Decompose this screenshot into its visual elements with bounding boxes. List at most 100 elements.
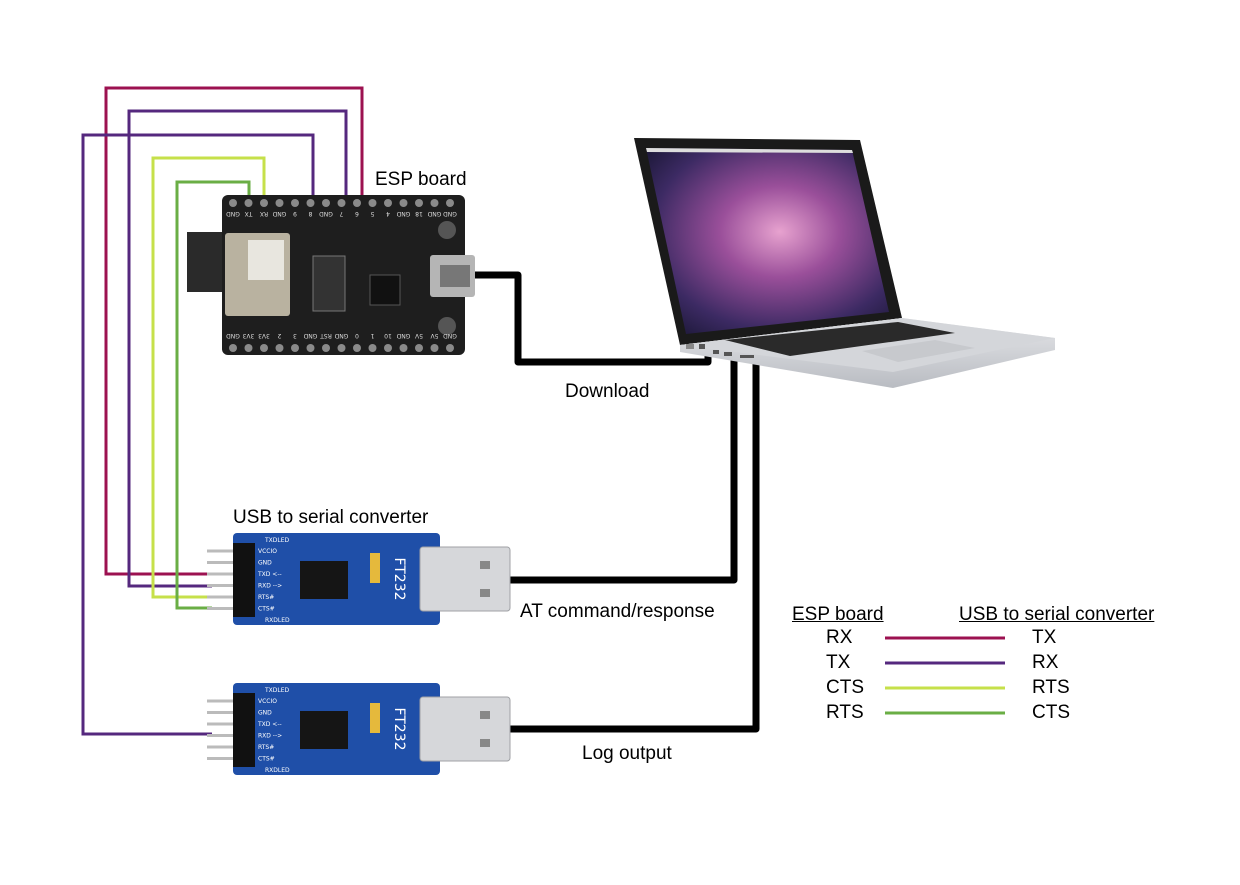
esp-pin-label: RX [260,210,268,217]
esp-pin-label: 10 [384,332,392,339]
esp-pin [353,199,361,207]
converter-pin-label: CTS# [258,756,275,763]
esp-pin-label: GND [443,210,457,217]
usb-serial-label: USB to serial converter [233,507,429,528]
esp-pin-label: 0 [355,332,359,339]
legend-converter-signal: RX [1032,652,1059,673]
esp-pin [415,199,423,207]
wire-rx-tx [104,86,364,576]
esp-pin-label: 5V [414,332,423,339]
esp-pin [291,344,299,352]
esp-pin [430,199,439,207]
esp-pin [430,344,439,352]
converter-pin-label: GND [258,560,272,567]
esp-pin-label: 4 [386,210,390,217]
at-command-label: AT command/response [520,601,715,622]
esp-pin [399,199,408,207]
esp-pin-label: GND [226,210,240,217]
esp-pin [260,199,268,207]
esp-pin-label: GND [396,210,410,217]
led-label: RXDLED [265,617,290,624]
usb-plug [419,696,511,762]
esp-pin-label: 5 [370,210,374,217]
esp-pin [368,199,377,207]
legend-right-header: USB to serial converter [959,604,1155,625]
esp-pin [384,344,392,352]
converter-pin-label: CTS# [258,606,275,613]
legend-esp-signal: TX [826,652,851,673]
converter-pin-label: RXD --> [258,583,282,590]
esp-pin [384,199,392,207]
esp-pin-label: TX [245,210,254,217]
cable-at-command [508,360,738,584]
chip-label: FT232 [391,707,407,750]
converter-pin-label: GND [258,710,272,717]
cable-download [470,271,712,366]
esp-pin [337,344,346,352]
esp-pin [446,199,454,207]
esp-pin [306,199,315,207]
converter-pin-label: RXD --> [258,733,282,740]
esp-pin-label: 6 [355,210,359,217]
esp-board-label: ESP board [375,169,467,190]
esp-pin-label: 9 [293,210,297,217]
converter-pin-label: VCCIO [258,548,277,555]
laptop-image [634,138,1055,388]
esp-pin-label: 1 [370,332,374,339]
esp-pin-label: GND [272,210,286,217]
chip-label: FT232 [391,557,407,600]
esp-pin [229,199,237,207]
esp-pin [399,344,408,352]
converter-pin-label: TXD <-- [257,721,282,728]
legend-left-header: ESP board [792,604,884,625]
esp-pin-label: 8 [308,210,312,217]
legend-converter-signal: CTS [1032,702,1070,723]
esp-pin-label: 18 [415,210,423,217]
esp-pin-label: 3V3 [258,332,270,339]
log-output-label: Log output [582,743,672,764]
esp-pin [244,344,253,352]
esp-pin [244,199,253,207]
wire-tx-rx [127,109,348,588]
esp-pin-label: GND [303,332,317,339]
wire-rts-cts [175,180,251,610]
esp-pin [275,199,284,207]
converter-pin-label: RTS# [258,744,274,751]
legend-esp-signal: RX [826,627,853,648]
esp-pin [446,344,454,352]
usb-plug [419,546,511,612]
esp-pin-label: GND [443,332,457,339]
esp-pin [337,199,346,207]
wire-tx-rx-log [81,133,315,736]
converter-pin-label: TXD <-- [257,571,282,578]
esp-pin [415,344,423,352]
esp-pin-label: 3 [293,332,297,339]
esp-pin-label: GND [427,210,441,217]
legend-esp-signal: RTS [826,702,864,723]
esp-pin [322,344,330,352]
cable-log-output [508,362,760,733]
esp-pin [229,344,237,352]
esp-pin-label: 5V [430,332,439,339]
converter-pin-label: VCCIO [258,698,277,705]
led-label: RXDLED [265,767,290,774]
esp-pin-label: RST [320,332,332,339]
wire-cts-rts [151,156,266,599]
esp-pin [353,344,361,352]
esp-pin [275,344,284,352]
esp-pin [322,199,330,207]
download-label: Download [565,381,650,402]
legend-converter-signal: RTS [1032,677,1070,698]
led-label: TXDLED [264,537,290,544]
esp-pin-label: GND [226,332,240,339]
esp-pin-label: GND [396,332,410,339]
esp-pin-label: GND [334,332,348,339]
legend-converter-signal: TX [1032,627,1057,648]
converter-pin-label: RTS# [258,594,274,601]
esp-pin-label: 2 [277,332,281,339]
esp-pin [291,199,299,207]
esp-pin [306,344,315,352]
